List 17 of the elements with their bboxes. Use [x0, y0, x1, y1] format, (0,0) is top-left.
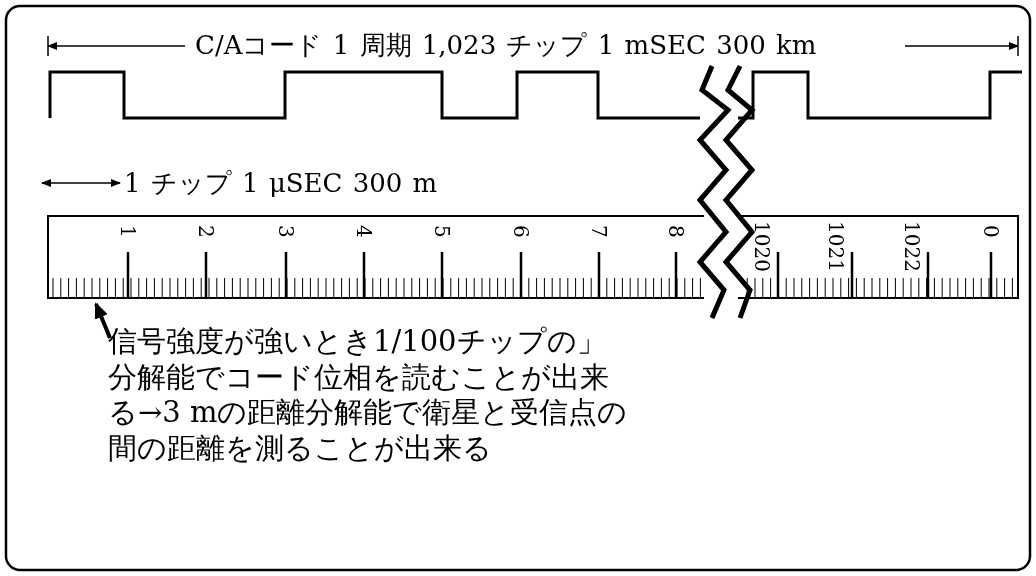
- leader-arrow: [94, 302, 112, 339]
- tick-number: 1021: [826, 221, 846, 272]
- tick-number: 4: [354, 225, 374, 238]
- tick-number: 6: [511, 225, 531, 238]
- tick-number: 8: [666, 225, 686, 238]
- tick-number: 1022: [902, 221, 922, 272]
- tick-number: 1: [118, 225, 138, 238]
- tick-number: 0: [981, 225, 1001, 238]
- dimension-label: 1 チップ 1 μSEC 300 m: [124, 167, 438, 200]
- tick-number: 5: [432, 225, 452, 238]
- tick-number: 7: [589, 225, 609, 238]
- ruler-scale: [47, 215, 1019, 299]
- tick-number: 1020: [752, 221, 772, 272]
- tick-number: 2: [196, 225, 216, 238]
- tick-number: 3: [276, 225, 296, 238]
- note-text: 信号強度が強いとき1/100チップの」分解能でコード位相を読むことが出来る→3 mの距離分解能で衛星と受信点の間の距離を測ることが出来る: [108, 324, 628, 466]
- dimension-label: C/Aコード 1 周期 1,023 チップ 1 mSEC 300 km: [195, 29, 817, 62]
